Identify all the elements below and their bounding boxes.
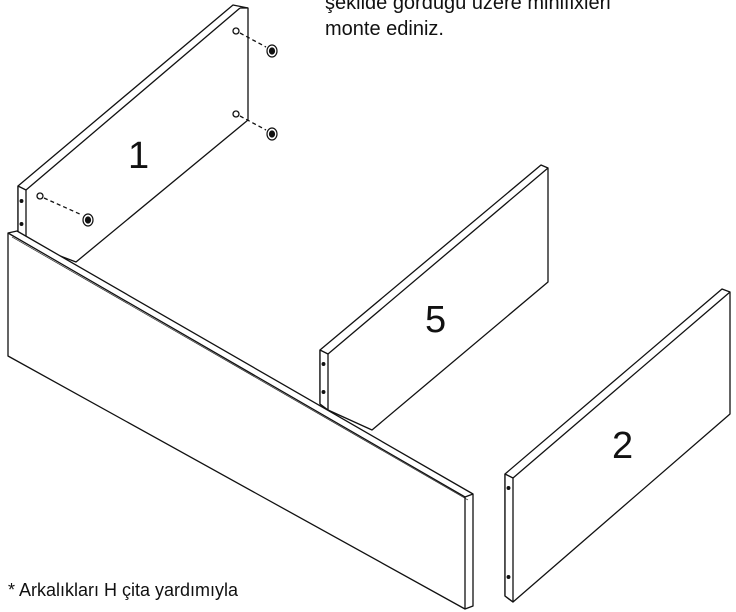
panel-2-number: 2 (612, 425, 633, 467)
panel-5-number: 5 (425, 299, 446, 341)
minifix-connectors (43, 32, 267, 216)
minifix-screws (82, 44, 278, 227)
minifix-screw-icon (266, 127, 278, 141)
front-panel (7, 230, 474, 610)
instruction-text: şekilde gördüğü üzere minifixleri monte … (325, 0, 611, 42)
minifix-screw-icon (82, 213, 94, 227)
minifix-hole (36, 192, 44, 200)
panel-1 (17, 4, 249, 263)
instruction-line-1: şekilde gördüğü üzere minifixleri (325, 0, 611, 14)
minifix-hole (232, 110, 240, 118)
instruction-line-2: monte ediniz. (325, 18, 444, 40)
minifix-hole (232, 27, 240, 35)
footnote-text: * Arkalıkları H çita yardımıyla (8, 580, 239, 600)
panel-2 (504, 288, 731, 603)
minifix-screw-icon (266, 44, 278, 58)
panel-1-number: 1 (128, 135, 149, 177)
panel-5 (319, 164, 549, 431)
